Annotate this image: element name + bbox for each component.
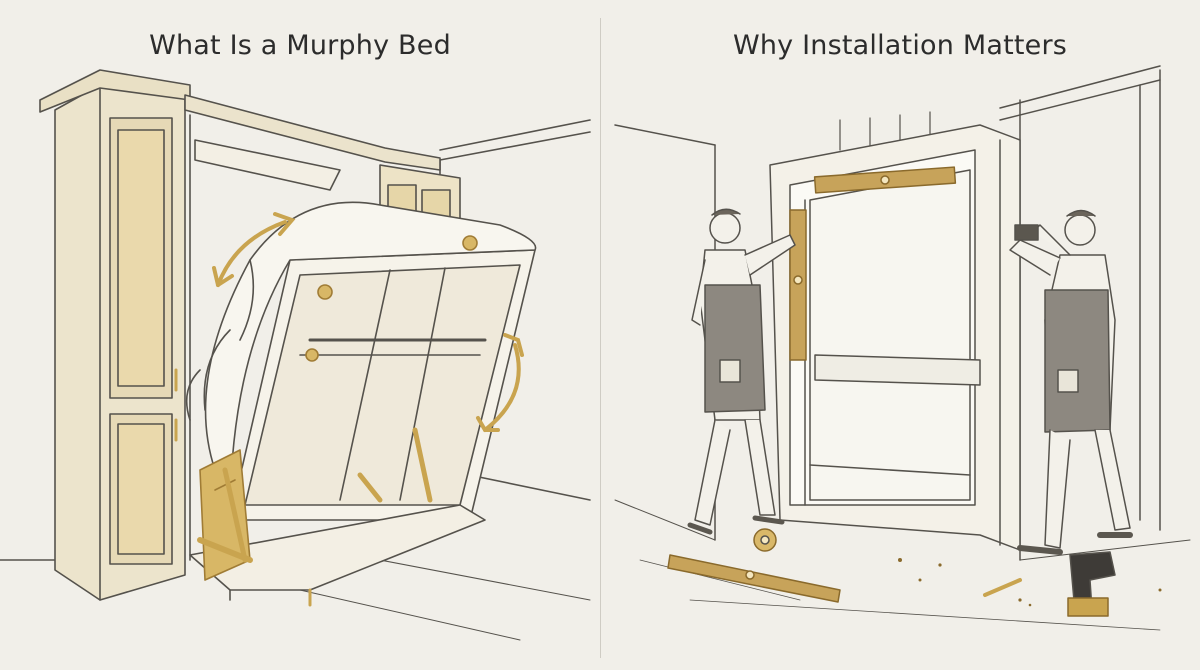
left-panel-title: What Is a Murphy Bed bbox=[149, 30, 451, 61]
worker-left bbox=[687, 208, 796, 535]
tape-measure-icon bbox=[753, 528, 777, 552]
hinge-mechanism bbox=[197, 235, 478, 581]
apron-left bbox=[704, 284, 766, 413]
panel-divider bbox=[600, 18, 601, 658]
installation-illustration bbox=[614, 65, 1191, 631]
rotate-arrow-icon bbox=[212, 212, 524, 432]
mattress bbox=[204, 201, 537, 521]
pencil-icon bbox=[983, 578, 1022, 597]
apron-right bbox=[1044, 289, 1111, 433]
murphy-bed-illustration bbox=[0, 69, 591, 641]
sawdust bbox=[898, 558, 1162, 607]
level-tool-icon bbox=[789, 166, 957, 361]
installation-panel: Why Installation Matters bbox=[600, 0, 1200, 670]
bed-base bbox=[189, 504, 486, 591]
worker-right bbox=[1009, 209, 1133, 555]
floor-level-tool bbox=[667, 554, 841, 603]
power-drill-icon bbox=[1067, 551, 1116, 617]
right-panel-title: Why Installation Matters bbox=[732, 30, 1068, 61]
drill-in-hand bbox=[1014, 224, 1039, 241]
murphy-bed-panel: What Is a Murphy Bed bbox=[0, 30, 591, 641]
